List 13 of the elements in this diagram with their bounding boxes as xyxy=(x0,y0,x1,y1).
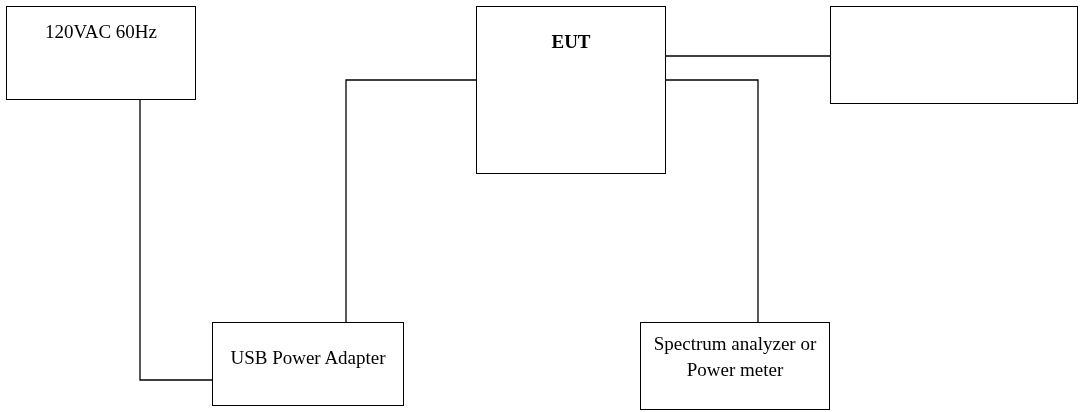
connector-line xyxy=(345,79,477,323)
connector-line xyxy=(665,55,831,57)
box-label: EUT xyxy=(551,30,591,54)
box-label: USB Power Adapter xyxy=(230,346,386,370)
connector-line xyxy=(665,79,759,323)
connector-line xyxy=(139,99,213,381)
box-label: Spectrum analyzer or Power meter xyxy=(652,332,818,382)
process-box xyxy=(640,322,830,410)
box-label: 120VAC 60Hz xyxy=(44,20,158,44)
process-box xyxy=(476,6,666,174)
process-box xyxy=(6,6,196,100)
empty-box xyxy=(830,6,1078,104)
process-box xyxy=(212,322,404,406)
